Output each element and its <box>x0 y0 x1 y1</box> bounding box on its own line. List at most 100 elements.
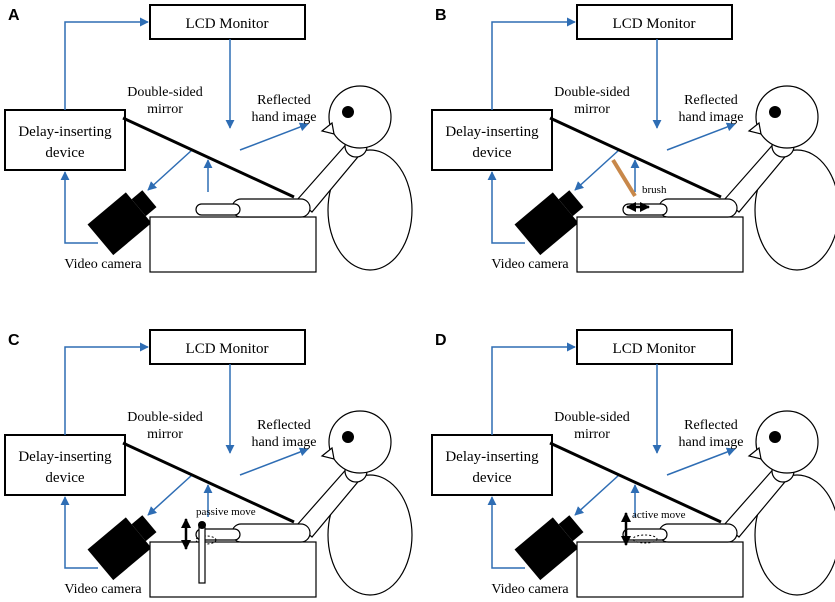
beak-nose <box>320 121 335 135</box>
table-box <box>149 541 317 598</box>
double-sided-mirror <box>549 441 722 524</box>
mirror-label-line2: mirror <box>147 102 183 117</box>
reflected-image-arrow <box>239 447 309 476</box>
finger-rest-position <box>632 534 658 544</box>
panel-letter: C <box>8 332 20 349</box>
reflected-label-line2: hand image <box>252 110 317 125</box>
device-to-monitor-arrow <box>491 17 576 110</box>
delay-device-label-line2: device <box>45 470 84 486</box>
mirror-to-camera-arrow <box>147 149 193 191</box>
lcd-monitor-label: LCD Monitor <box>186 341 269 357</box>
forearm <box>231 523 311 543</box>
delay-inserting-device-box <box>4 109 126 171</box>
panel-letter: D <box>435 332 447 349</box>
lcd-monitor-box <box>149 4 306 40</box>
lcd-monitor-label: LCD Monitor <box>613 341 696 357</box>
hand <box>195 203 241 216</box>
device-to-monitor-arrow <box>64 342 149 435</box>
mirror-label-line1: Double-sided <box>127 85 202 100</box>
brush-label: brush <box>642 184 667 196</box>
person-body <box>327 149 413 271</box>
double-sided-mirror <box>122 441 295 524</box>
table-box <box>576 541 744 598</box>
video-camera-label: Video camera <box>64 582 142 597</box>
eye <box>342 106 354 118</box>
eye <box>769 431 781 443</box>
delay-device-label-line1: Delay-inserting <box>18 449 112 465</box>
person-body <box>754 149 835 271</box>
person-head <box>755 410 819 474</box>
delay-device-label-line2: device <box>472 470 511 486</box>
hand <box>622 203 668 216</box>
delay-device-label-line2: device <box>472 145 511 161</box>
double-sided-mirror <box>122 116 295 199</box>
mirror-label-line1: Double-sided <box>127 410 202 425</box>
camera-to-device-arrow <box>487 496 525 569</box>
mirror-label-line1: Double-sided <box>554 85 629 100</box>
finger-rest-position <box>195 535 217 545</box>
camera-to-device-arrow <box>487 171 525 244</box>
brush-icon <box>611 158 637 198</box>
mirror-label-line2: mirror <box>147 427 183 442</box>
reflected-label-line1: Reflected <box>684 93 738 108</box>
reflected-label-line1: Reflected <box>257 93 311 108</box>
delay-device-label-line1: Delay-inserting <box>445 449 539 465</box>
stick-tip <box>198 521 206 529</box>
panel-letter: B <box>435 7 447 24</box>
reflected-label-line2: hand image <box>679 435 744 450</box>
video-camera-icon <box>514 515 584 581</box>
table-box <box>576 216 744 273</box>
reflected-image-arrow <box>239 122 309 151</box>
mirror-label-line1: Double-sided <box>554 410 629 425</box>
delay-device-label-line2: device <box>45 145 84 161</box>
delay-inserting-device-box <box>431 434 553 496</box>
reflected-image-arrow <box>666 122 736 151</box>
mirror-label-line2: mirror <box>574 102 610 117</box>
device-to-monitor-arrow <box>491 342 576 435</box>
person-head <box>328 85 392 149</box>
lcd-monitor-box <box>576 4 733 40</box>
person-head <box>755 85 819 149</box>
reflected-image-arrow <box>666 447 736 476</box>
reflected-label-line1: Reflected <box>257 418 311 433</box>
delay-inserting-device-box <box>4 434 126 496</box>
lcd-monitor-label: LCD Monitor <box>186 16 269 32</box>
lcd-monitor-box <box>576 329 733 365</box>
hand <box>622 528 668 541</box>
camera-to-device-arrow <box>60 171 98 244</box>
hand <box>195 528 241 541</box>
reflected-label-line2: hand image <box>252 435 317 450</box>
beak-nose <box>747 121 762 135</box>
video-camera-icon <box>87 515 157 581</box>
video-camera-icon <box>87 190 157 256</box>
video-camera-label: Video camera <box>491 257 569 272</box>
beak-nose <box>320 446 335 460</box>
eye <box>342 431 354 443</box>
eye <box>769 106 781 118</box>
active-move-label: active move <box>632 509 686 521</box>
panel-letter: A <box>8 7 20 24</box>
mirror-label-line2: mirror <box>574 427 610 442</box>
delay-device-label-line1: Delay-inserting <box>445 124 539 140</box>
video-camera-label: Video camera <box>491 582 569 597</box>
delay-inserting-device-box <box>431 109 553 171</box>
lcd-monitor-box <box>149 329 306 365</box>
mirror-to-camera-arrow <box>147 474 193 516</box>
camera-to-device-arrow <box>60 496 98 569</box>
reflected-label-line1: Reflected <box>684 418 738 433</box>
video-camera-icon <box>514 190 584 256</box>
passive-move-label: passive move <box>196 506 256 518</box>
person-head <box>328 410 392 474</box>
lcd-monitor-label: LCD Monitor <box>613 16 696 32</box>
mirror-to-camera-arrow <box>574 474 620 516</box>
reflected-label-line2: hand image <box>679 110 744 125</box>
forearm <box>658 523 738 543</box>
passive-move-stick <box>198 524 206 584</box>
person-body <box>754 474 835 596</box>
video-camera-label: Video camera <box>64 257 142 272</box>
